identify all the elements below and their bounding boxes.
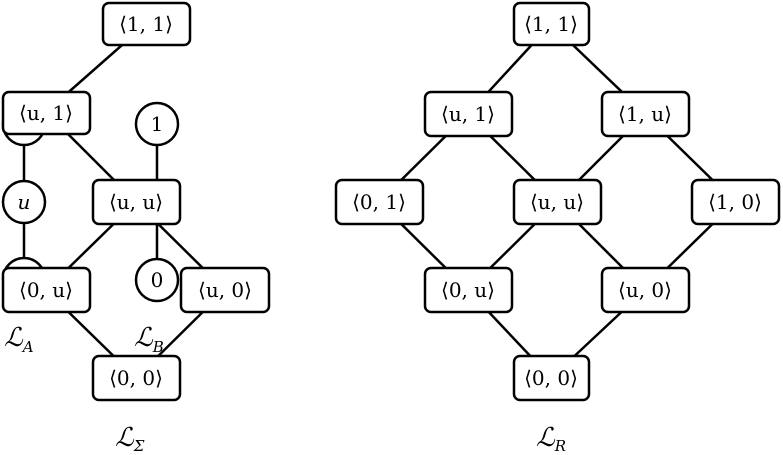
- box-l-u0: [179, 266, 271, 314]
- label-l-u0: ⟨u, 0⟩: [198, 278, 252, 302]
- chain-label-a-sub: A: [21, 338, 34, 356]
- circle-b-bottom: [134, 257, 180, 303]
- label-l-uu: ⟨u, u⟩: [109, 190, 163, 214]
- chain-label-b-letter: ℒ: [134, 323, 154, 353]
- right-box-labels: ⟨1, 1⟩ ⟨u, 1⟩ ⟨1, u⟩ ⟨0, 1⟩ ⟨u, u⟩ ⟨1, 0…: [352, 12, 762, 390]
- caption-left: ℒΣ: [115, 423, 145, 455]
- box-r-u1: [423, 90, 514, 138]
- box-r-u0: [600, 266, 691, 314]
- box-r-10: [690, 178, 781, 226]
- caption-left-sub: Σ: [133, 437, 145, 455]
- label-r-uu: ⟨u, u⟩: [530, 190, 584, 214]
- right-boxes: [334, 1, 781, 402]
- label-l-00: ⟨0, 0⟩: [109, 366, 163, 390]
- chain-label-b-sub: B: [152, 338, 164, 356]
- caption-right: ℒR: [536, 423, 566, 455]
- label-r-0u: ⟨0, u⟩: [441, 278, 495, 302]
- label-r-u1: ⟨u, 1⟩: [441, 102, 495, 126]
- circle-b-top: [134, 101, 180, 147]
- caption-right-sub: R: [554, 437, 566, 455]
- label-r-10: ⟨1, 0⟩: [708, 190, 762, 214]
- box-r-0u: [423, 266, 514, 314]
- label-l-u1: ⟨u, 1⟩: [19, 101, 73, 125]
- label-r-1u: ⟨1, u⟩: [618, 102, 672, 126]
- label-r-11: ⟨1, 1⟩: [524, 12, 578, 36]
- label-r-01: ⟨0, 1⟩: [352, 190, 406, 214]
- chain-label-a: ℒA: [4, 323, 34, 356]
- label-r-u0: ⟨u, 0⟩: [618, 278, 672, 302]
- box-l-u1: [1, 90, 92, 136]
- box-l-00: [91, 354, 182, 402]
- circle-b-top-label: 1: [151, 112, 164, 136]
- box-r-uu: [512, 178, 603, 226]
- chain-label-b: ℒB: [134, 323, 164, 356]
- circle-a-mid: [1, 179, 47, 225]
- circle-b-bottom-label: 0: [151, 268, 164, 292]
- chain-label-a-letter: ℒ: [4, 323, 24, 353]
- box-l-0u: [1, 266, 92, 314]
- left-box-labels: ⟨1, 1⟩ ⟨u, 1⟩ ⟨u, u⟩ ⟨0, u⟩ ⟨u, 0⟩ ⟨0, 0…: [19, 12, 252, 390]
- box-r-11: [512, 1, 591, 47]
- label-l-0u: ⟨0, u⟩: [19, 278, 73, 302]
- box-l-uu: [91, 178, 182, 226]
- box-l-11: [101, 1, 192, 47]
- chain-circle-labels: 1 u 0: [18, 112, 164, 292]
- box-r-1u: [600, 90, 691, 138]
- circle-a-mid-label: u: [18, 190, 31, 214]
- caption-right-letter: ℒ: [536, 423, 556, 453]
- label-l-11: ⟨1, 1⟩: [119, 12, 173, 36]
- label-r-00: ⟨0, 0⟩: [524, 366, 578, 390]
- caption-left-letter: ℒ: [115, 423, 135, 453]
- box-r-00: [512, 354, 591, 402]
- box-r-01: [334, 178, 425, 226]
- left-boxes: [1, 1, 271, 402]
